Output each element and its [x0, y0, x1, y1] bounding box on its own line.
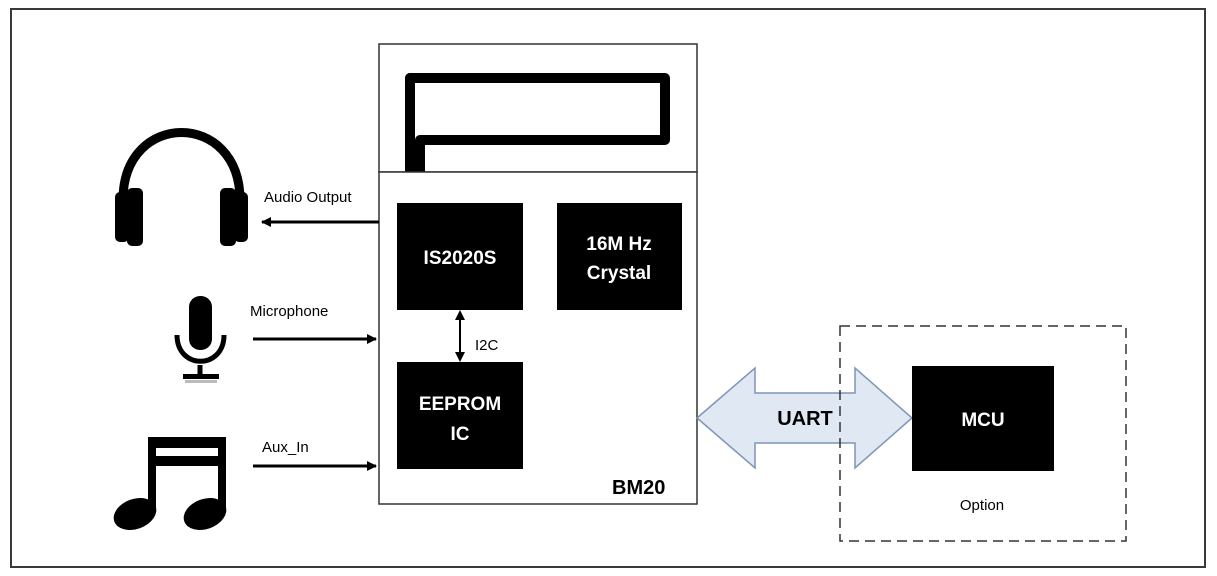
eeprom-label-line2: IC — [451, 424, 470, 445]
microphone-label: Microphone — [250, 303, 328, 320]
headphones-icon — [115, 128, 248, 246]
aux-in-label: Aux_In — [262, 439, 309, 456]
crystal-label-line2: Crystal — [587, 263, 651, 284]
bm20-label: BM20 — [612, 477, 665, 499]
is2020s-chip — [397, 203, 523, 310]
microphone-icon — [174, 296, 227, 383]
diagram-frame — [10, 8, 1206, 568]
crystal-chip — [557, 203, 682, 310]
crystal-label-line1: 16M Hz — [586, 234, 651, 255]
is2020s-label: IS2020S — [424, 248, 497, 269]
i2c-label: I2C — [475, 337, 499, 354]
i2c-connector — [455, 310, 465, 362]
option-box — [839, 325, 1127, 542]
audio-output-label: Audio Output — [264, 189, 352, 206]
eeprom-chip — [397, 362, 523, 469]
antenna-area — [378, 43, 698, 177]
eeprom-label-line1: EEPROM — [419, 394, 501, 415]
mcu-chip — [912, 366, 1054, 471]
uart-label: UART — [777, 408, 833, 430]
mcu-label: MCU — [961, 410, 1004, 431]
music-note-icon — [113, 437, 227, 530]
option-label: Option — [960, 497, 1004, 514]
